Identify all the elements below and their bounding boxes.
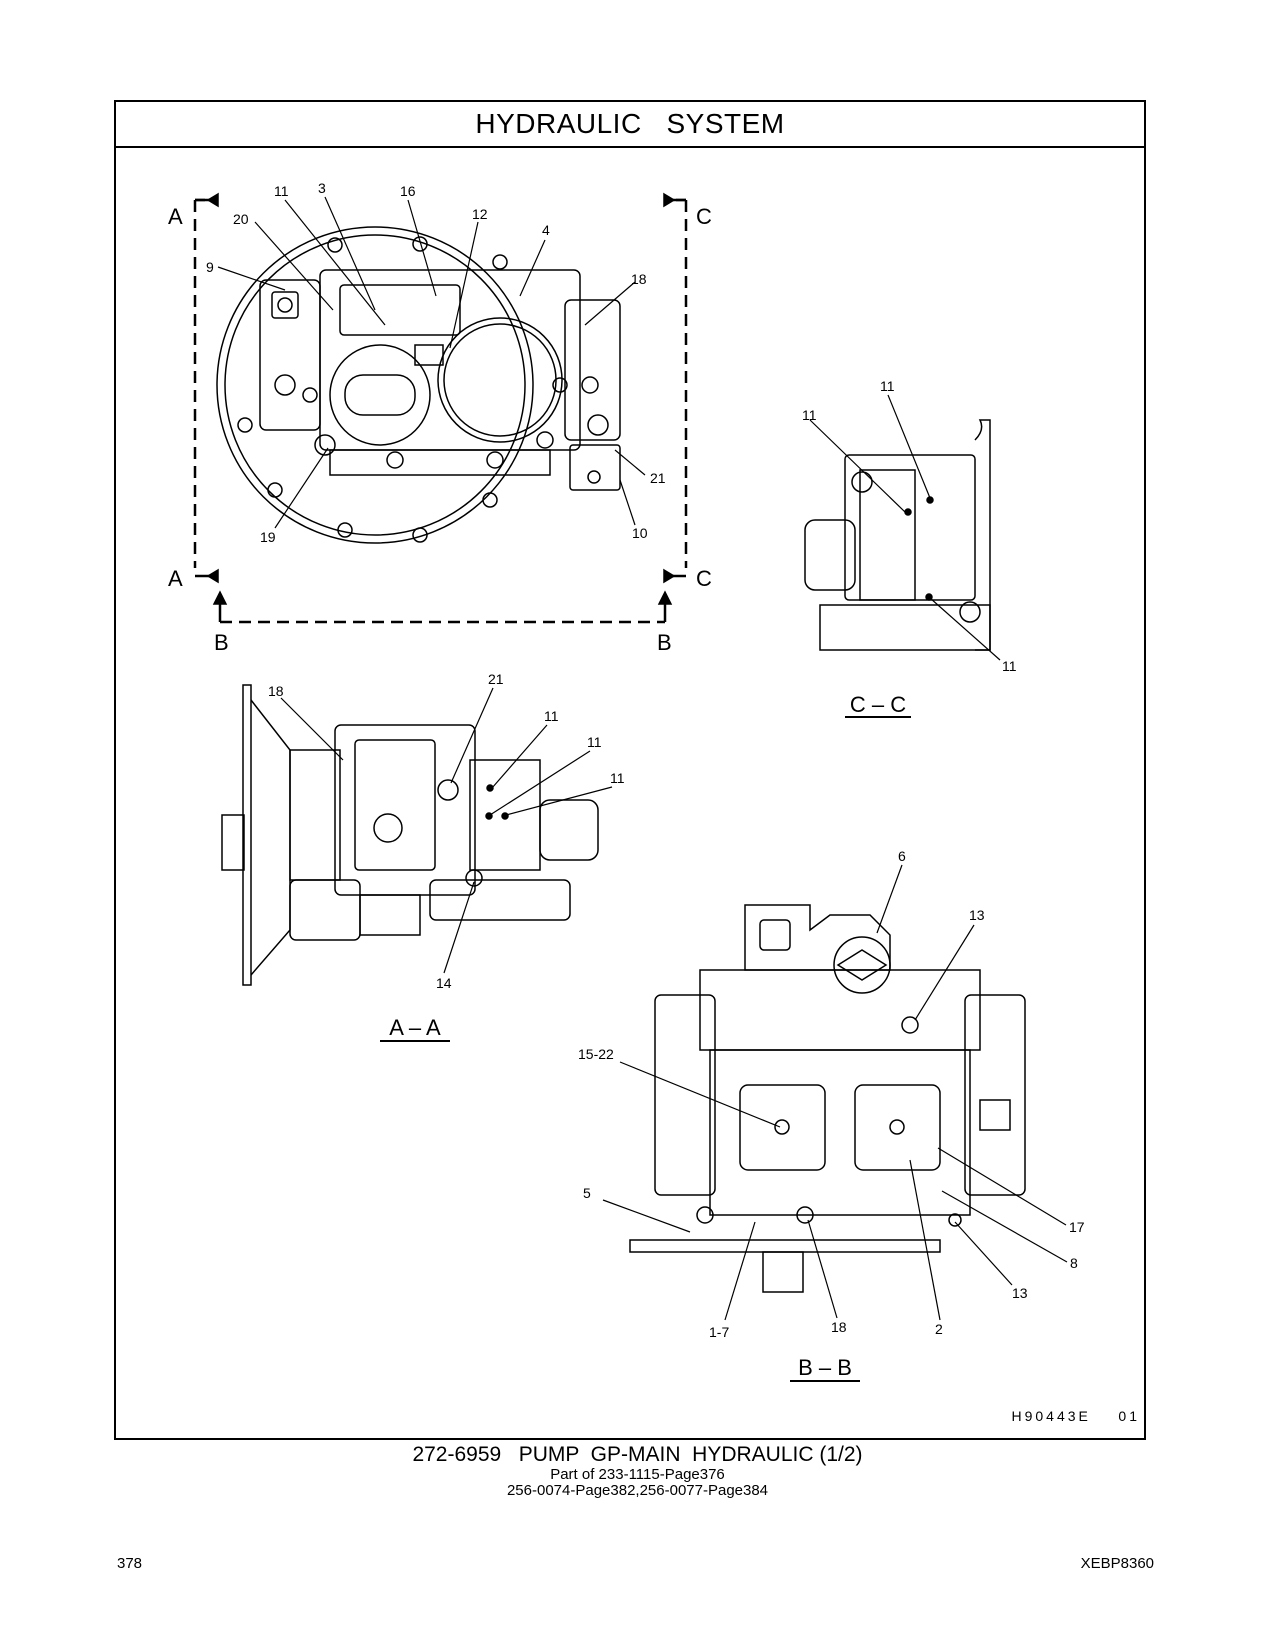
callout: 1-7 (709, 1324, 729, 1340)
callout: 5 (583, 1185, 591, 1201)
section-label-b-left: B (214, 630, 229, 655)
callout: 15-22 (578, 1046, 614, 1062)
leader-lines (217, 196, 1068, 1321)
callout: 19 (260, 529, 276, 545)
page-references: 256-0074-Page382,256-0077-Page384 (506, 1482, 769, 1499)
callout: 18 (268, 683, 284, 699)
callout: 10 (632, 525, 648, 541)
top-view-drawing (216, 226, 621, 544)
callout: 16 (400, 183, 416, 199)
title-bar: HYDRAULIC SYSTEM (116, 102, 1144, 148)
section-markers (193, 192, 688, 624)
callout: 11 (1002, 658, 1017, 674)
bb-view-callouts: 6 13 15-22 5 17 8 13 1-7 18 2 (578, 848, 1085, 1340)
view-title-aa: A – A (389, 1015, 441, 1040)
callout: 8 (1070, 1255, 1078, 1271)
top-view-callouts: 11 3 16 12 4 18 20 9 21 10 19 (206, 180, 666, 545)
section-label-b-right: B (657, 630, 672, 655)
section-label-c-top: C (696, 204, 712, 229)
cc-view-drawing (804, 419, 991, 651)
view-title-bb: B – B (798, 1355, 852, 1380)
callout: 6 (898, 848, 906, 864)
callout: 14 (436, 975, 452, 991)
cc-view-callouts: 11 11 11 (802, 378, 1017, 674)
callout: 13 (969, 907, 985, 923)
callout: 3 (318, 180, 326, 196)
callout: 12 (472, 206, 488, 222)
callout: 11 (587, 734, 602, 750)
page-number: 378 (117, 1555, 143, 1572)
drawing-code: H90443E 01 (1011, 1408, 1140, 1424)
callout: 4 (542, 222, 550, 238)
callout: 20 (233, 211, 249, 227)
section-label-a-bottom: A (168, 566, 183, 591)
callout: 21 (488, 671, 504, 687)
callout: 2 (935, 1321, 943, 1337)
callout: 21 (650, 470, 666, 486)
section-label-a-top: A (168, 204, 183, 229)
view-title-cc: C – C (850, 692, 906, 717)
diagram-frame: HYDRAULIC SYSTEM (114, 100, 1146, 1440)
callout: 11 (274, 183, 289, 199)
page-title: HYDRAULIC SYSTEM (475, 108, 785, 139)
callout: 18 (831, 1319, 847, 1335)
callout: 13 (1012, 1285, 1028, 1301)
section-letters: A A C C B B (168, 204, 712, 655)
document-number: XEBP8360 (1080, 1555, 1154, 1572)
callout: 17 (1069, 1219, 1085, 1235)
aa-view-drawing (221, 684, 599, 986)
callout: 11 (610, 770, 625, 786)
part-of-reference: Part of 233-1115-Page376 (550, 1466, 725, 1483)
callout: 11 (880, 378, 895, 394)
bb-view-drawing (629, 904, 1026, 1293)
section-label-c-bottom: C (696, 566, 712, 591)
aa-view-callouts: 18 21 11 11 11 14 (268, 671, 625, 991)
callout: 9 (206, 259, 214, 275)
part-title: 272-6959 PUMP GP-MAIN HYDRAULIC (1/2) (412, 1443, 863, 1466)
callout: 11 (544, 708, 559, 724)
callout: 11 (802, 407, 817, 423)
callout: 18 (631, 271, 647, 287)
